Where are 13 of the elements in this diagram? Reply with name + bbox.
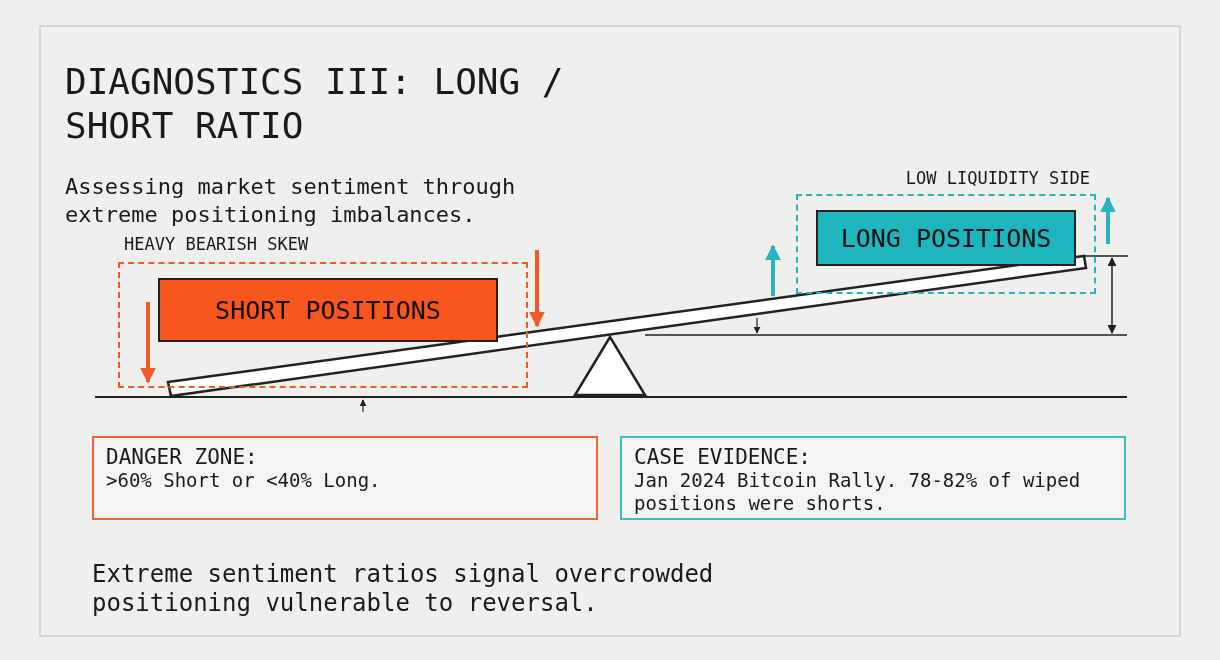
box-text: >60% Short or <40% Long. <box>106 469 382 492</box>
caption: Extreme sentiment ratios signal overcrowded positioning vulnerable to reversal. <box>92 560 715 618</box>
position-block: LONG POSITIONS <box>816 210 1076 266</box>
info-box <box>92 436 598 520</box>
box-heading: DANGER ZONE: <box>106 446 259 469</box>
subtitle: Assessing market sentiment through extreme positioning imbalances. <box>65 173 517 229</box>
title: DIAGNOSTICS III: LONG / SHORT RATIO <box>65 60 565 148</box>
position-block: SHORT POSITIONS <box>158 278 498 342</box>
box-heading: CASE EVIDENCE: <box>634 446 812 469</box>
info-box <box>620 436 1126 520</box>
group-heading: LOW LIQUIDITY SIDE <box>905 168 1090 188</box>
box-text: Jan 2024 Bitcoin Rally. 78-82% of wiped positions were shorts. <box>634 469 1082 515</box>
group-heading: HEAVY BEARISH SKEW <box>124 234 309 254</box>
